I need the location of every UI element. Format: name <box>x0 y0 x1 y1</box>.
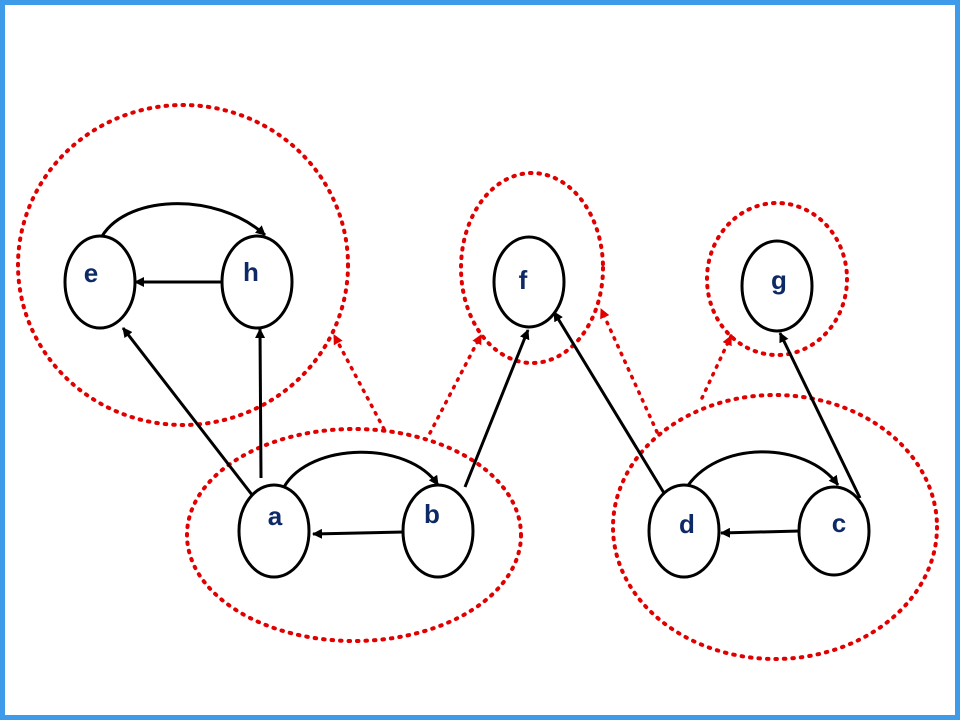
component-edge-comp-dc-to-comp-f <box>599 307 659 434</box>
edge-a-to-e <box>121 327 258 501</box>
edge-d-to-f <box>552 311 666 494</box>
node-b-label: b <box>424 499 440 529</box>
component-edges-layer <box>332 307 733 435</box>
edge-a-to-b <box>282 450 440 488</box>
node-g-circle <box>740 239 814 333</box>
node-c: c <box>797 485 871 577</box>
node-a-circle <box>237 483 311 579</box>
edge-b-to-a <box>312 528 405 539</box>
comp-dc-region <box>611 393 939 661</box>
components-layer <box>16 103 939 661</box>
node-e-circle <box>63 234 137 330</box>
edge-b-to-f <box>463 329 530 488</box>
node-b: b <box>401 483 475 579</box>
node-e: e <box>63 234 137 330</box>
node-b-circle <box>401 483 475 579</box>
node-f: f <box>492 235 566 329</box>
node-h-circle <box>220 234 294 330</box>
node-a-label: a <box>268 501 283 531</box>
node-f-circle <box>492 235 566 329</box>
comp-g-region <box>705 201 849 357</box>
node-g: g <box>740 239 814 333</box>
component-edge-comp-ab-to-comp-f <box>428 333 483 435</box>
edge-c-to-g <box>778 332 862 499</box>
node-a: a <box>237 483 311 579</box>
edge-e-to-h <box>98 202 267 241</box>
node-f-label: f <box>519 265 528 295</box>
edges-layer <box>98 202 862 539</box>
comp-ab-region <box>185 427 523 643</box>
node-d-circle <box>647 483 721 579</box>
node-h: h <box>220 234 294 330</box>
comp-eh-region <box>16 103 350 427</box>
edge-a-to-h <box>255 328 266 479</box>
node-d-label: d <box>679 509 695 539</box>
node-c-circle <box>797 485 871 577</box>
comp-f-region <box>459 171 605 365</box>
node-g-label: g <box>771 265 787 295</box>
node-e-label: e <box>84 258 98 288</box>
node-d: d <box>647 483 721 579</box>
nodes-layer: e h f g a b d c <box>63 234 871 579</box>
component-edge-comp-dc-to-comp-g <box>700 334 733 400</box>
edge-d-to-c <box>683 450 840 491</box>
component-edge-comp-ab-to-comp-eh <box>332 333 386 431</box>
edge-c-to-d <box>720 527 801 538</box>
node-h-label: h <box>243 257 259 287</box>
node-c-label: c <box>832 508 846 538</box>
